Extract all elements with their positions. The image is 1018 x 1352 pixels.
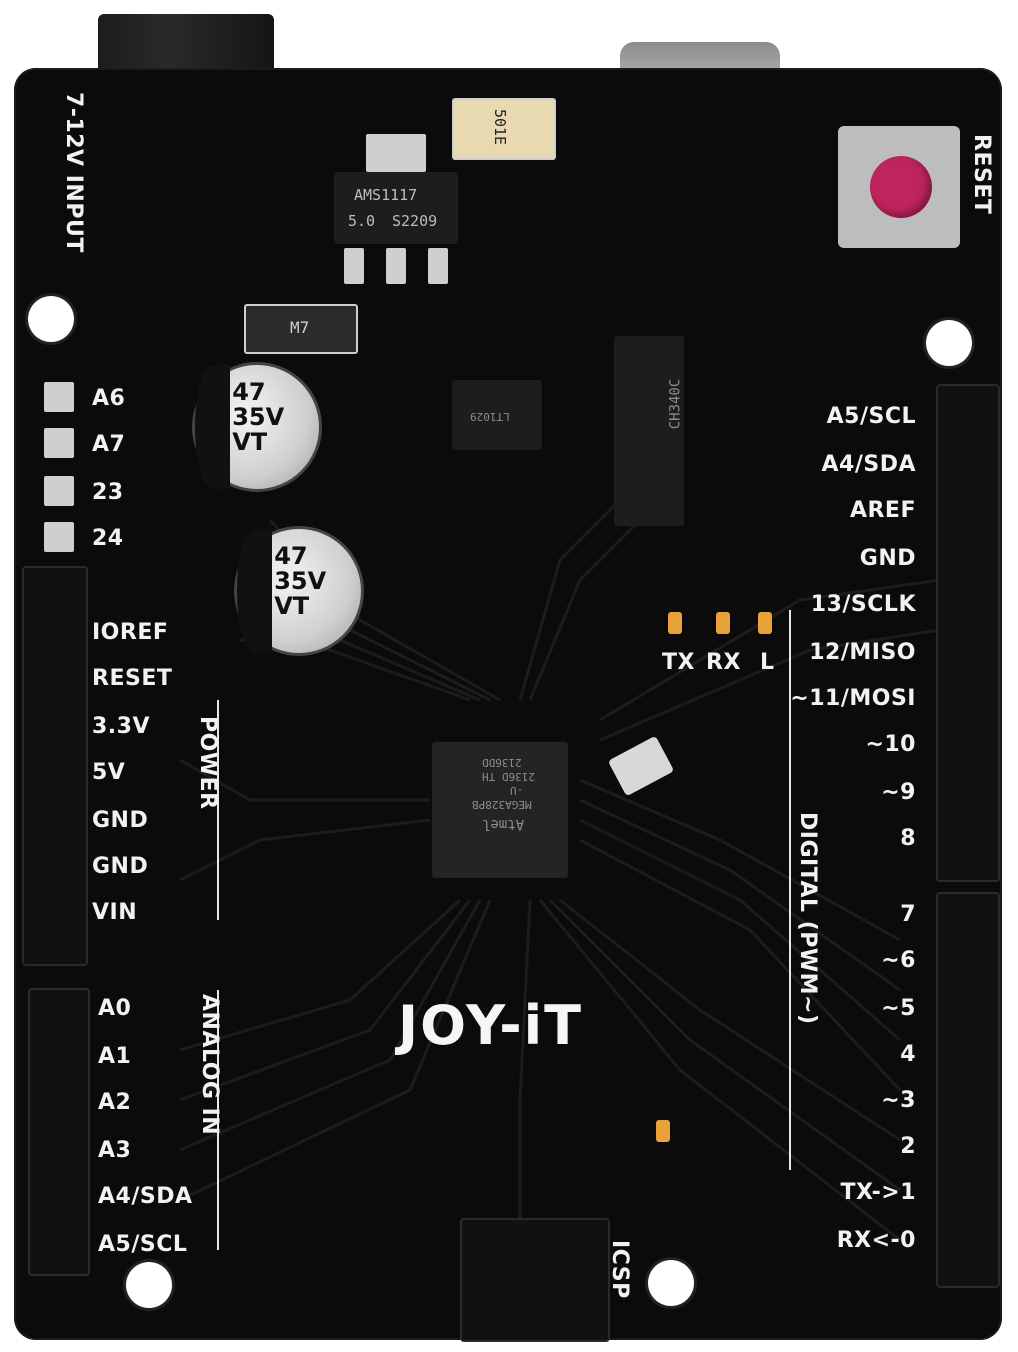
power-input-label: 7-12V INPUT xyxy=(61,92,86,253)
pin-label-gnd-1: GND xyxy=(92,808,149,833)
pin-label-6: ~6 xyxy=(881,948,916,973)
pad-a7 xyxy=(44,428,74,458)
voltage-regulator: AMS1117 5.0 S2209 xyxy=(334,172,458,244)
mcu-suffix: -U xyxy=(510,784,524,797)
pad-a6 xyxy=(44,382,74,412)
pin-label-23: 23 xyxy=(92,480,124,505)
led-label-tx: TX xyxy=(662,650,695,675)
pcb xyxy=(14,68,1002,1340)
pad-23 xyxy=(44,476,74,506)
pin-label-gnd-2: GND xyxy=(92,854,149,879)
cap2-series: VT xyxy=(274,591,310,620)
pin-label-3: ~3 xyxy=(881,1088,916,1113)
capacitor-1: 47 35V VT xyxy=(192,362,322,492)
pin-label-11: ~11/MOSI xyxy=(790,686,916,711)
pin-label-24: 24 xyxy=(92,526,124,551)
regulator-label-1: AMS1117 xyxy=(354,186,418,204)
pin-label-a6: A6 xyxy=(92,386,126,411)
pin-label-gnd-right: GND xyxy=(859,546,916,571)
pin-label-5v: 5V xyxy=(92,760,126,785)
reset-button-cap[interactable] xyxy=(870,156,932,218)
op-amp-label: LT1029 xyxy=(470,410,510,423)
cap1-value: 47 xyxy=(232,377,266,406)
regulator-tab xyxy=(366,134,426,172)
reset-label: RESET xyxy=(969,134,994,215)
pin-label-9: ~9 xyxy=(881,780,916,805)
pin-label-3v3: 3.3V xyxy=(92,714,150,739)
pin-label-a1: A1 xyxy=(98,1044,132,1069)
pin-label-tx1: TX->1 xyxy=(840,1180,916,1205)
pin-label-8: 8 xyxy=(900,826,916,851)
pin-label-7: 7 xyxy=(900,902,916,927)
capacitor-2: 47 35V VT xyxy=(234,526,364,656)
pin-label-13: 13/SCLK xyxy=(810,592,916,617)
pin-label-a0: A0 xyxy=(98,996,132,1021)
usb-serial-chip: CH340C xyxy=(614,336,684,526)
pad-24 xyxy=(44,522,74,552)
power-section-label: POWER xyxy=(195,716,220,810)
l-led xyxy=(758,612,772,634)
pin-label-4: 4 xyxy=(900,1042,916,1067)
pin-label-10: ~10 xyxy=(865,732,916,757)
pin-label-12: 12/MISO xyxy=(809,640,916,665)
icsp-label: ICSP xyxy=(607,1240,632,1299)
pin-label-aref: AREF xyxy=(849,498,916,523)
regulator-label-2: 5.0 xyxy=(348,212,376,230)
usb-chip-label: CH340C xyxy=(667,378,684,430)
pin-label-right-a4-sda: A4/SDA xyxy=(821,452,916,477)
pin-label-a3: A3 xyxy=(98,1138,132,1163)
op-amp-chip: LT1029 xyxy=(452,380,542,450)
pin-label-vin: VIN xyxy=(92,900,138,925)
regulator-pin-3 xyxy=(428,248,448,284)
analog-header xyxy=(28,988,90,1276)
microcontroller: Atmel MEGA328PB -U 2136D TH 2136DD xyxy=(432,742,568,878)
cap2-value: 47 xyxy=(274,541,308,570)
digital-header-top xyxy=(936,384,1000,882)
digital-header-bottom xyxy=(936,892,1000,1288)
mcu-lot: 2136D TH xyxy=(482,770,535,783)
led-label-l: L xyxy=(760,650,775,675)
pin-label-right-a5-scl: A5/SCL xyxy=(826,404,916,429)
digital-section-label: DIGITAL (PWM~) xyxy=(795,812,820,1025)
pin-label-a5-scl: A5/SCL xyxy=(98,1232,188,1257)
icsp-header xyxy=(460,1218,610,1342)
diode-label: M7 xyxy=(290,318,310,337)
pin-label-ioref: IOREF xyxy=(92,620,169,645)
tx-led xyxy=(668,612,682,634)
mounting-hole-bottom-left xyxy=(126,1262,172,1308)
cap1-series: VT xyxy=(232,427,268,456)
analog-section-label: ANALOG IN xyxy=(197,994,222,1136)
pin-label-5: ~5 xyxy=(881,996,916,1021)
regulator-label-3: S2209 xyxy=(392,212,438,230)
power-led xyxy=(656,1120,670,1142)
pin-label-rx0: RX<-0 xyxy=(836,1228,916,1253)
diode-m7: M7 xyxy=(244,304,358,354)
joy-it-logo: JOY-iT xyxy=(398,994,583,1057)
rx-led xyxy=(716,612,730,634)
regulator-pin-2 xyxy=(386,248,406,284)
fuse: 501E xyxy=(452,98,556,160)
led-label-rx: RX xyxy=(706,650,741,675)
mcu-brand: Atmel xyxy=(482,816,525,832)
power-header xyxy=(22,566,88,966)
mcu-date: 2136DD xyxy=(482,756,522,769)
pin-label-reset: RESET xyxy=(92,666,173,691)
pin-label-a7: A7 xyxy=(92,432,126,457)
mcu-model: MEGA328PB xyxy=(472,798,532,811)
mounting-hole-top-right xyxy=(926,320,972,366)
fuse-label: 501E xyxy=(491,108,510,146)
regulator-pin-1 xyxy=(344,248,364,284)
pin-label-2: 2 xyxy=(900,1134,916,1159)
reset-button[interactable] xyxy=(838,126,960,248)
mounting-hole-bottom-right xyxy=(648,1260,694,1306)
cap1-voltage: 35V xyxy=(232,402,285,431)
mounting-hole-top-left xyxy=(28,296,74,342)
pin-label-a2: A2 xyxy=(98,1090,132,1115)
pin-label-a4-sda: A4/SDA xyxy=(98,1184,193,1209)
cap2-voltage: 35V xyxy=(274,566,327,595)
